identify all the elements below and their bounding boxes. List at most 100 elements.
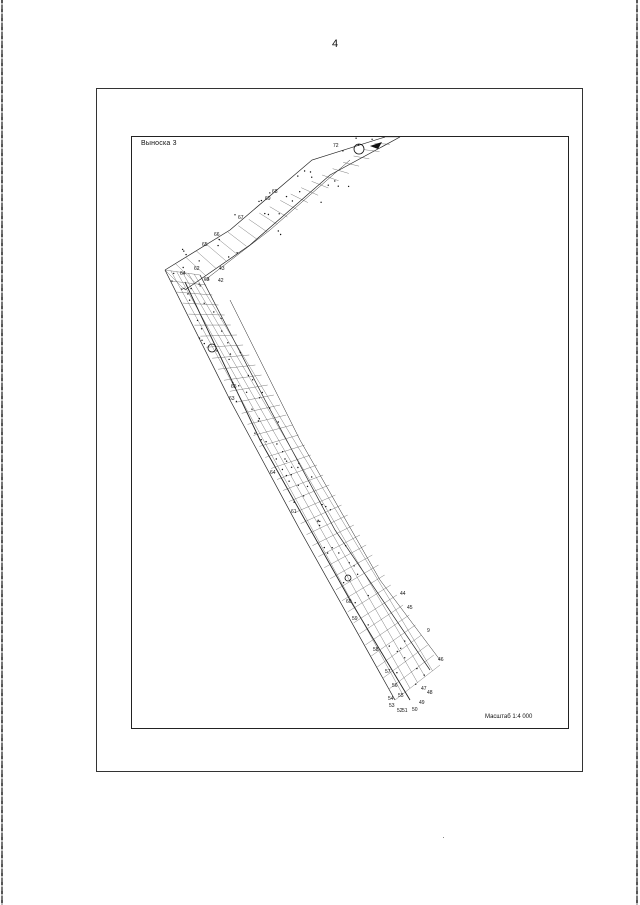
survey-point [342,582,345,584]
survey-point [245,391,248,393]
survey-point [311,176,313,178]
point-label: 62 [194,266,200,272]
scan-edge-left [1,0,3,905]
point-label: 65 [202,242,208,248]
north-arrow-icon [370,142,382,149]
survey-point [216,350,218,352]
survey-point [258,397,261,399]
hatch-line [343,162,360,167]
corridor-drawing: 7269686766656462634342606164444595958575… [164,137,444,714]
point-label: 53 [389,703,395,709]
point-label: 49 [419,700,425,706]
survey-point [329,509,332,511]
point-label: 57 [385,669,391,675]
corridor-hatching [164,137,441,701]
survey-point [258,200,260,203]
hatch-line [332,168,349,174]
point-label: 66 [214,232,220,238]
survey-point [251,408,253,410]
lower-corridor [164,269,441,701]
survey-point [337,185,339,187]
survey-point [290,474,292,476]
hatch-line [227,231,247,247]
survey-point [228,256,230,258]
survey-point [277,421,279,423]
upper-corridor [164,137,401,291]
circled-marker [344,574,352,582]
survey-point [297,175,299,177]
survey-point [404,657,406,659]
hatch-line [259,212,278,225]
point-label: 63 [229,396,235,402]
survey-point [229,353,232,355]
point-label: 69 [265,196,271,202]
survey-point [251,379,254,381]
survey-point [321,503,323,506]
point-label: 43 [219,266,225,272]
survey-point [185,253,187,256]
survey-point [317,519,319,521]
point-label: 58 [373,647,379,653]
point-label: 51 [402,708,408,714]
survey-point [326,552,329,554]
point-label: 61 [291,509,297,515]
survey-point [347,185,350,188]
point-label: 9 [427,628,430,634]
survey-point [396,650,398,653]
point-label: 47 [421,686,427,692]
callout-title: Выноска 3 [141,140,177,147]
survey-point [344,545,347,547]
survey-point [238,385,240,387]
survey-point [220,317,222,320]
page-number: 4 [331,38,339,50]
survey-point [396,672,398,674]
survey-point [318,524,321,527]
survey-point [269,192,271,194]
hatch-line [364,149,380,152]
survey-point [415,683,417,685]
survey-point [317,520,319,523]
survey-point [416,667,418,670]
survey-point [354,602,356,604]
point-label: 68 [272,189,278,195]
hatch-line [185,257,206,276]
survey-point [285,474,288,477]
hatch-line [206,244,227,261]
survey-point [281,451,284,453]
survey-point [182,266,184,269]
point-labels: 7269686766656462634342606164444595958575… [180,143,444,714]
circled-marker [207,343,217,353]
hatch-line [353,155,370,160]
survey-point [275,458,277,460]
survey-point [278,213,280,215]
survey-point [247,374,250,377]
hatch-line [176,271,411,689]
survey-point [302,495,305,497]
point-label: 54 [388,696,394,702]
hatch-line [238,225,257,240]
survey-point [181,288,183,290]
survey-point [218,238,220,241]
point-label: 64 [270,470,276,476]
survey-point [236,252,238,254]
point-label: 46 [438,657,444,663]
point-label: 64 [180,271,186,277]
survey-point [181,248,184,251]
survey-point [285,195,288,198]
hatch-line [374,143,390,145]
scan-edge-right [636,0,638,905]
point-label: 60 [346,599,352,605]
survey-point [198,260,200,262]
survey-point [284,458,286,460]
hatch-line [301,187,319,196]
survey-point [227,342,229,344]
point-label: 52 [397,708,403,714]
survey-point [198,283,200,285]
survey-point [423,674,425,676]
point-label: 63 [204,277,210,283]
survey-point [400,647,402,649]
survey-point [281,468,284,471]
survey-point [207,278,209,280]
survey-point [404,640,406,642]
